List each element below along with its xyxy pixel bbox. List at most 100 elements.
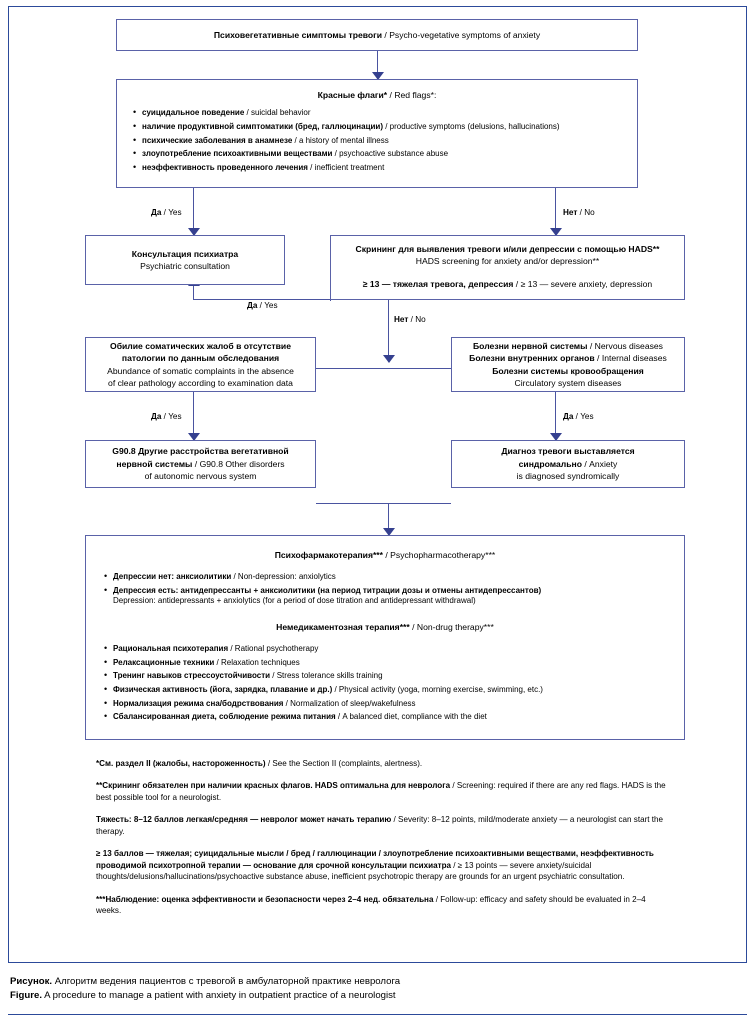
pharm-0-sep: / (231, 572, 238, 582)
red-flag-2-sep: / (292, 135, 299, 145)
connector-hads-yes-left (193, 299, 331, 301)
list-item: психические заболевания в анамнезе / a h… (133, 135, 621, 147)
pharm-0-ru: Депрессии нет: анксиолитики (113, 572, 232, 582)
diseases-l2-en: Internal diseases (601, 353, 667, 364)
red-flag-0-en: suicidal behavior (250, 108, 311, 118)
psych-consult-ru: Консультация психиатра (131, 248, 239, 259)
edge-yes-en-3: Yes (168, 412, 182, 421)
caption-ru-label: Рисунок. (10, 976, 53, 987)
nondrug-1-ru: Релаксационные техники (113, 657, 215, 667)
edge-yes-en-4: Yes (580, 412, 594, 421)
pharm-title-en: Psychopharmacotherapy*** (390, 550, 496, 560)
pharm-1-ru: Депрессия есть: антидепрессанты + анксио… (113, 586, 542, 596)
hads-line3-ru: ≥ 13 — тяжелая тревога, депрессия (362, 278, 514, 289)
edge-no-en: No (584, 208, 595, 217)
caption-en: Figure. A procedure to manage a patient … (10, 989, 745, 1003)
edge-label-hads-no: Нет / No (393, 315, 427, 324)
edge-label-redflags-yes: Да / Yes (150, 208, 183, 217)
nondrug-4-sep: / (283, 698, 291, 708)
pharm-0-en: Non-depression: anxiolytics (237, 572, 336, 582)
edge-label-diseases-yes: Да / Yes (562, 412, 595, 421)
node-red-flags[interactable]: Красные флаги* / Red flags*: суицидально… (116, 79, 638, 188)
connector-diseases-to-center (388, 368, 451, 370)
symptoms-ru: Психовегетативные симптомы тревоги (213, 29, 383, 40)
diseases-l2-ru: Болезни внутренних органов (469, 353, 595, 364)
caption-ru: Рисунок. Алгоритм ведения пациентов с тр… (10, 975, 745, 989)
hads-line3: ≥ 13 — тяжелая тревога, депрессия / ≥ 13… (339, 278, 676, 290)
flowchart-canvas: Да / Yes Нет / No Да / Yes Нет / No Да /… (0, 0, 755, 965)
red-flag-4-en: inefficient treatment (314, 162, 385, 172)
edge-yes-ru-4: Да (563, 412, 574, 421)
list-item: Депрессии нет: анксиолитики / Non-depres… (104, 571, 666, 583)
connector-hads-no (388, 300, 390, 362)
symptoms-en: Psycho-vegetative symptoms of anxiety (389, 29, 541, 40)
node-symptoms-text: Психовегетативные симптомы тревоги / Psy… (214, 29, 540, 41)
g908-en1: G90.8 Other disorders (199, 458, 285, 469)
psych-consult-en: Psychiatric consultation (140, 261, 230, 271)
red-flag-1-en: productive symptoms (delusions, hallucin… (389, 122, 560, 132)
edge-yes-ru-3: Да (151, 412, 162, 421)
connector-merge-to-therapy (388, 503, 390, 535)
edge-label-redflags-no: Нет / No (562, 208, 596, 217)
nondrug-0-sep: / (228, 644, 235, 654)
g908-sep: / (192, 458, 200, 469)
edge-yes-sep: / (161, 208, 169, 217)
nondrug-4-en: Normalization of sleep/wakefulness (290, 698, 416, 708)
connector-symptoms-to-redflags (377, 51, 379, 79)
arrow-g908-in (188, 433, 200, 441)
nondrug-1-sep: / (214, 657, 221, 667)
footnote-1: *См. раздел II (жалобы, настороженность)… (96, 758, 666, 769)
syndromic-en2: is diagnosed syndromically (516, 471, 620, 482)
arrow-therapy-in (383, 528, 395, 536)
diseases-line3-en: Circulatory system diseases (514, 377, 622, 388)
edge-label-hads-yes: Да / Yes (246, 301, 279, 310)
node-g908[interactable]: G90.8 Другие расстройства вегетативной н… (85, 440, 316, 488)
nondrug-5-en: A balanced diet, compliance with the die… (342, 712, 487, 722)
nondrug-list: Рациональная психотерапия / Rational psy… (104, 643, 666, 723)
node-therapy[interactable]: Психофармакотерапия*** / Psychopharmacot… (85, 535, 685, 740)
symptoms-sep: / (382, 29, 390, 40)
hads-line2: HADS screening for anxiety and/or depres… (415, 256, 600, 267)
diseases-line2: Болезни внутренних органов / Internal di… (469, 352, 667, 364)
node-diseases[interactable]: Болезни нервной системы / Nervous diseas… (451, 337, 685, 392)
footnote-3: Тяжесть: 8–12 баллов легкая/средняя — не… (96, 814, 666, 837)
connector-somatic-to-center (316, 368, 389, 370)
pharm-title-ru: Психофармакотерапия*** (274, 550, 383, 560)
somatic-en1: Abundance of somatic complaints in the a… (107, 365, 294, 376)
nondrug-0-en: Rational psychotherapy (234, 644, 319, 654)
arrow-hads-in (550, 228, 562, 236)
diseases-line3-ru: Болезни системы кровообращения (492, 365, 644, 376)
figure-caption: Рисунок. Алгоритм ведения пациентов с тр… (10, 975, 745, 1004)
footnote-3-rest: / Severity: 8–12 points, mild/moderate a… (96, 815, 664, 836)
red-flag-3-sep: / (332, 149, 340, 159)
nondrug-5-sep: / (335, 712, 343, 722)
red-flag-1-sep: / (383, 122, 390, 132)
node-symptoms[interactable]: Психовегетативные симптомы тревоги / Psy… (116, 19, 638, 51)
pharm-title-sep: / (383, 550, 391, 560)
node-hads-screening[interactable]: Скрининг для выявления тревоги и/или деп… (330, 235, 685, 300)
node-psychiatric-consultation[interactable]: Консультация психиатра Psychiatric consu… (85, 235, 285, 285)
edge-no-sep: / (577, 208, 585, 217)
footnote-5: ***Наблюдение: оценка эффективности и бе… (96, 894, 666, 917)
node-somatic-complaints[interactable]: Обилие соматических жалоб в отсутствие п… (85, 337, 316, 392)
connector-redflags-yes (193, 188, 195, 235)
red-flag-3-ru: злоупотребление психоактивными веществам… (142, 149, 333, 159)
diseases-line1: Болезни нервной системы / Nervous diseas… (473, 340, 663, 352)
nondrug-1-en: Relaxation techniques (220, 657, 300, 667)
somatic-en2: of clear pathology according to examinat… (108, 377, 293, 388)
footnote-2-bold: **Скрининг обязателен при наличии красны… (96, 781, 451, 791)
list-item: наличие продуктивной симптоматики (бред,… (133, 121, 621, 133)
list-item: Депрессия есть: антидепрессанты + анксио… (104, 585, 666, 607)
arrow-redflags-in (372, 72, 384, 80)
hads-line1: Скрининг для выявления тревоги и/или деп… (355, 244, 660, 254)
nondrug-3-sep: / (332, 685, 339, 694)
edge-no-sep-2: / (408, 315, 416, 324)
g908-ru2: нервной системы (116, 458, 193, 469)
node-syndromic-diagnosis[interactable]: Диагноз тревоги выставляется синдромальн… (451, 440, 685, 488)
edge-yes-ru-2: Да (247, 301, 258, 310)
red-flag-2-en: a history of mental illness (298, 135, 389, 145)
pharmacotherapy-title: Психофармакотерапия*** / Psychopharmacot… (104, 549, 666, 561)
footnote-4-rest: / ≥ 13 points — severe anxiety/suicidal … (96, 860, 625, 882)
list-item: злоупотребление психоактивными веществам… (133, 148, 621, 160)
caption-en-text: A procedure to manage a patient with anx… (41, 990, 396, 1002)
